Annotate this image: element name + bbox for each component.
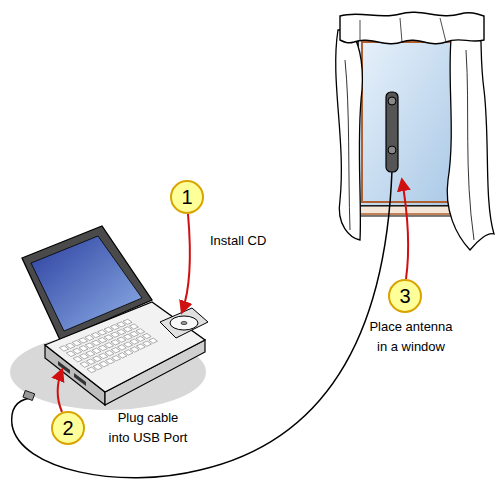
keyboard-key — [79, 338, 88, 343]
cd-tray — [160, 308, 208, 338]
valance-fold — [360, 18, 446, 42]
keyboard-key — [130, 347, 139, 352]
keyboard-key — [149, 338, 158, 343]
valance — [340, 12, 484, 43]
cd-hole — [181, 321, 187, 324]
usb-port — [74, 373, 86, 386]
keyboard-key — [112, 356, 121, 361]
keyboard-key — [110, 325, 119, 330]
antenna-body — [386, 92, 398, 172]
keyboard-key — [99, 361, 108, 367]
keyboard-key — [142, 333, 151, 338]
keyboard-key — [105, 350, 114, 355]
step-instruction: Plug cable into USB Port — [107, 408, 189, 448]
keyboard-key — [99, 353, 108, 359]
callout-circle: 1 — [170, 180, 204, 214]
keyboard-key — [106, 358, 115, 364]
suction-cup — [388, 97, 396, 105]
keyboard-key — [92, 340, 101, 345]
keyboard-key — [123, 334, 132, 339]
keyboard-key — [98, 338, 107, 343]
callout-number: 1 — [181, 187, 192, 207]
keyboard-key — [72, 340, 81, 345]
step-instruction: Place antenna in a window — [366, 317, 456, 357]
keyboard-key — [85, 335, 94, 340]
keyboard-key — [130, 339, 139, 344]
keyboard-key — [80, 362, 89, 368]
keyboard-key — [98, 330, 107, 335]
keyboard-key — [130, 331, 139, 336]
keyboard-key — [86, 351, 95, 357]
keyboard-key — [117, 337, 126, 342]
cd-disc — [170, 316, 198, 330]
keyboard-key — [118, 353, 127, 358]
usb-plug — [23, 390, 35, 400]
step-instruction: Install CD — [210, 231, 310, 251]
keyboard-key — [136, 336, 145, 341]
keyboard-key — [124, 350, 133, 355]
callout-number: 2 — [62, 418, 73, 438]
keyboard-key — [123, 319, 132, 324]
suction-cup — [388, 146, 396, 154]
keyboard-key — [117, 329, 126, 334]
keyboard-key — [104, 335, 113, 340]
keyboard-key — [111, 348, 120, 353]
keyboard-key — [98, 345, 107, 350]
keyboard-key — [59, 346, 68, 352]
window-frame — [362, 42, 454, 202]
callout-arrow — [402, 180, 408, 279]
keyboard-key — [79, 346, 88, 352]
keyboard-key — [117, 322, 126, 327]
keyboard-key — [92, 348, 101, 353]
keyboard-key — [86, 359, 95, 365]
curtain-fold — [466, 50, 474, 240]
keyboard-key — [111, 332, 120, 337]
keyboard-key — [66, 343, 75, 348]
keyboard-key — [130, 324, 139, 329]
curtain-fold — [345, 60, 350, 230]
callout-circle: 3 — [388, 279, 422, 313]
keyboard-key — [118, 345, 127, 350]
keyboard-key — [111, 340, 120, 345]
callout-arrow — [182, 214, 190, 312]
callout-arrow — [58, 370, 63, 412]
window — [336, 12, 494, 250]
keyboard-key — [73, 356, 82, 362]
keyboard-key — [136, 344, 145, 349]
laptop — [10, 226, 208, 410]
keyboard-key — [104, 327, 113, 332]
callout-circle: 2 — [51, 411, 85, 445]
keyboard-key — [91, 333, 100, 338]
antenna — [386, 92, 398, 172]
window-pane — [358, 38, 458, 206]
keyboard-key — [80, 354, 89, 360]
keyboard-key — [105, 343, 114, 348]
usb-port — [58, 361, 70, 374]
keyboard-key — [85, 343, 94, 348]
usb-cable — [12, 170, 392, 478]
keyboard-key — [123, 327, 132, 332]
right-curtain — [447, 30, 494, 250]
keyboard-key — [143, 341, 152, 346]
keyboard-key — [73, 348, 82, 354]
callout-number: 3 — [399, 286, 410, 306]
keyboard-key — [136, 329, 145, 334]
keyboard-key — [124, 342, 133, 347]
left-curtain — [336, 30, 363, 240]
keyboard — [59, 319, 157, 372]
keyboard-key — [93, 356, 102, 362]
keyboard-key — [93, 364, 102, 370]
